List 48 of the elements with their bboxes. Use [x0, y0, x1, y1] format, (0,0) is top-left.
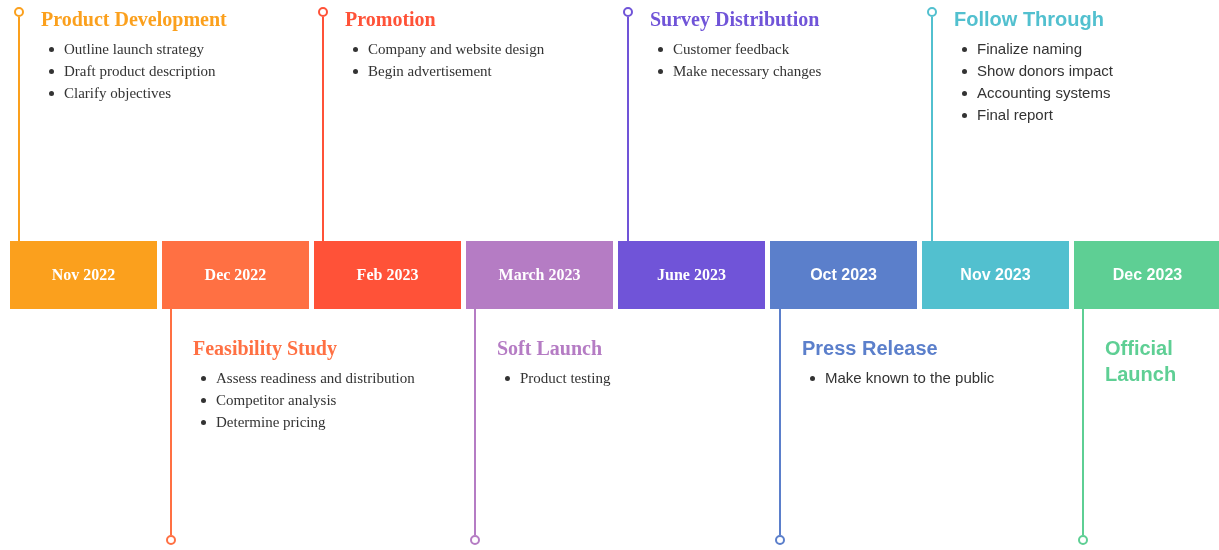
phase-title: Promotion [345, 7, 437, 32]
bullet-item: Customer feedback [673, 40, 790, 59]
phase-title: Follow Through [954, 7, 1105, 32]
date-box: Nov 2023 [922, 241, 1069, 309]
connector-line [1082, 308, 1084, 536]
bullet-item: Make necessary changes [673, 62, 822, 81]
date-box: Nov 2022 [10, 241, 157, 309]
bullet-item: Clarify objectives [64, 84, 172, 103]
connector-line [627, 16, 629, 242]
phase-title: Product Development [41, 7, 228, 32]
bullet-item: Product testing [520, 369, 611, 388]
connector-line [18, 16, 20, 242]
end-circle [926, 6, 938, 18]
end-circle [622, 6, 634, 18]
bullet-item: Accounting systems [977, 83, 1111, 103]
date-box: Dec 2022 [162, 241, 309, 309]
bullet-item: Make known to the public [825, 368, 995, 388]
date-box: June 2023 [618, 241, 765, 309]
connector-line [779, 308, 781, 536]
end-circle [165, 534, 177, 546]
end-circle [469, 534, 481, 546]
end-circle [317, 6, 329, 18]
phase-title: Feasibility Study [193, 336, 338, 361]
phase-title: Survey Distribution [650, 7, 821, 32]
date-box: Dec 2023 [1074, 241, 1219, 309]
end-circle [774, 534, 786, 546]
bullet-item: Company and website design [368, 40, 545, 59]
bullet-item: Final report [977, 105, 1053, 125]
date-box: Feb 2023 [314, 241, 461, 309]
bullet-item: Determine pricing [216, 413, 326, 432]
phase-title: Soft Launch [497, 336, 604, 361]
bullet-item: Assess readiness and distribution [216, 369, 415, 388]
bullet-item: Finalize naming [977, 39, 1083, 59]
phase-title: Official Launch [1105, 336, 1178, 387]
connector-line [322, 16, 324, 242]
phase-title: Press Release [802, 336, 939, 361]
date-box: Oct 2023 [770, 241, 917, 309]
connector-line [474, 308, 476, 536]
bullet-item: Outline launch strategy [64, 40, 204, 59]
connector-line [931, 16, 933, 242]
bullet-item: Begin advertisement [368, 62, 492, 81]
date-box: March 2023 [466, 241, 613, 309]
end-circle [13, 6, 25, 18]
bullet-item: Show donors impact [977, 61, 1113, 81]
end-circle [1077, 534, 1089, 546]
connector-line [170, 308, 172, 536]
bullet-item: Draft product description [64, 62, 216, 81]
bullet-item: Competitor analysis [216, 391, 337, 410]
